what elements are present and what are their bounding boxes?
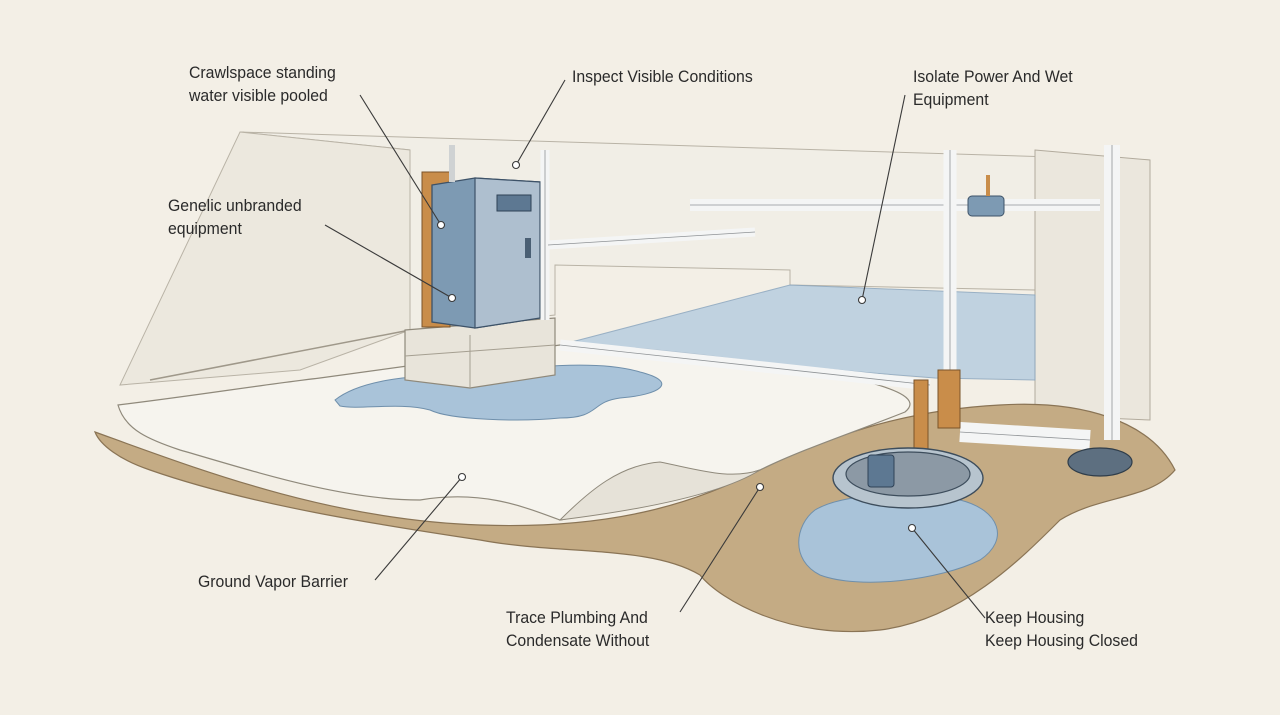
callout-isolate-power: Isolate Power And Wet Equipment — [913, 65, 1073, 111]
sump-pump-motor — [867, 454, 895, 488]
leader-vapor-barrier — [374, 476, 463, 581]
leader-dot-crawlspace-water — [436, 220, 446, 230]
foundation-line — [149, 329, 411, 381]
copper-fitting-main — [937, 369, 961, 429]
leader-dot-keep-housing — [907, 523, 917, 533]
callout-generic-equipment-line1: Genelic unbranded — [168, 196, 302, 215]
cabinet-door — [474, 177, 541, 329]
callout-keep-housing: Keep Housing Keep Housing Closed — [985, 606, 1138, 652]
callout-vapor-barrier: Ground Vapor Barrier — [198, 570, 348, 593]
leader-dot-vapor-barrier — [457, 472, 467, 482]
leader-dot-inspect-conditions — [511, 160, 521, 170]
callout-isolate-power-line2: Equipment — [913, 90, 989, 109]
leader-trace-plumbing — [679, 486, 761, 613]
callout-trace-plumbing-line1: Trace Plumbing And — [506, 608, 648, 627]
leader-keep-housing — [911, 527, 986, 619]
callout-keep-housing-line1: Keep Housing — [985, 608, 1085, 627]
callout-generic-equipment-line2: equipment — [168, 219, 242, 238]
callout-generic-equipment: Genelic unbranded equipment — [168, 194, 302, 240]
callout-crawlspace-water: Crawlspace standing water visible pooled — [189, 61, 336, 107]
leader-dot-isolate-power — [857, 295, 867, 305]
callout-crawlspace-water-line2: water visible pooled — [189, 86, 328, 105]
leader-isolate-power — [861, 94, 906, 301]
leader-inspect-conditions — [515, 79, 566, 166]
leader-dot-generic-equipment — [447, 293, 457, 303]
leader-crawlspace-water — [359, 94, 442, 226]
callout-inspect-conditions-line1: Inspect Visible Conditions — [572, 67, 753, 86]
callout-vapor-barrier-line1: Ground Vapor Barrier — [198, 572, 348, 591]
leader-generic-equipment — [324, 224, 453, 299]
callout-trace-plumbing-line2: Condensate Without — [506, 631, 650, 650]
callout-inspect-conditions: Inspect Visible Conditions — [572, 65, 753, 88]
callout-keep-housing-line2: Keep Housing Closed — [985, 631, 1138, 650]
cabinet-label-plate — [496, 194, 532, 212]
vapor-barrier-fold — [558, 461, 761, 521]
leader-dot-trace-plumbing — [755, 482, 765, 492]
cabinet-handle — [525, 238, 531, 258]
left-wall — [119, 131, 411, 386]
callout-trace-plumbing: Trace Plumbing And Condensate Without — [506, 606, 649, 652]
callout-isolate-power-line1: Isolate Power And Wet — [913, 67, 1073, 86]
callout-crawlspace-water-line1: Crawlspace standing — [189, 63, 336, 82]
drain-outlet — [1067, 447, 1133, 477]
